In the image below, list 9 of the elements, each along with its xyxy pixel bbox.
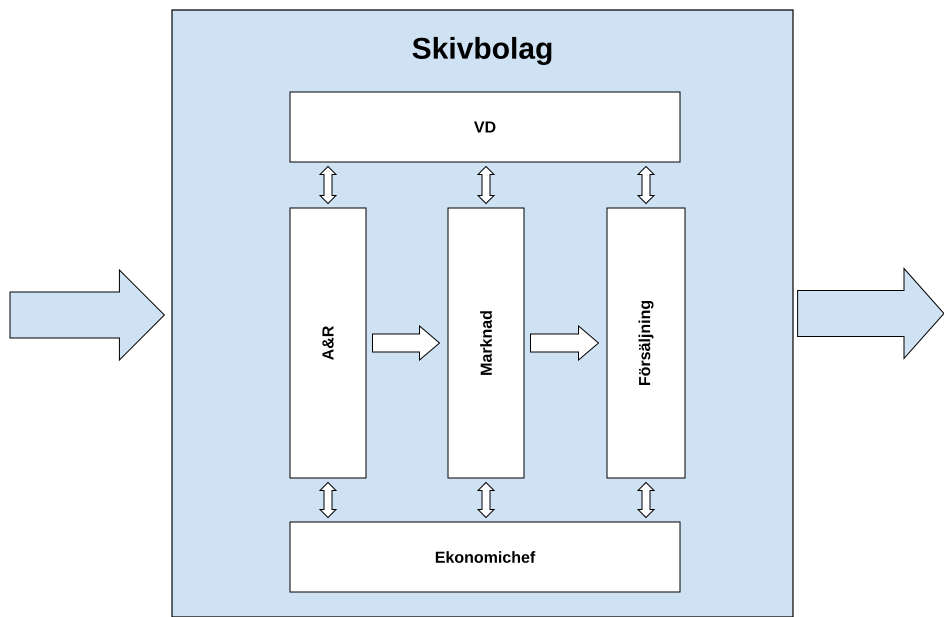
block-arrow (372, 324, 440, 362)
department-box: A&R (290, 208, 366, 478)
block-arrow (10, 268, 166, 362)
department-box: Marknad (448, 208, 524, 478)
department-box: VD (290, 92, 680, 162)
block-arrow (530, 324, 600, 362)
department-box: Ekonomichef (290, 522, 680, 592)
department-box: Försäljning (606, 208, 686, 478)
block-arrow (797, 267, 944, 360)
